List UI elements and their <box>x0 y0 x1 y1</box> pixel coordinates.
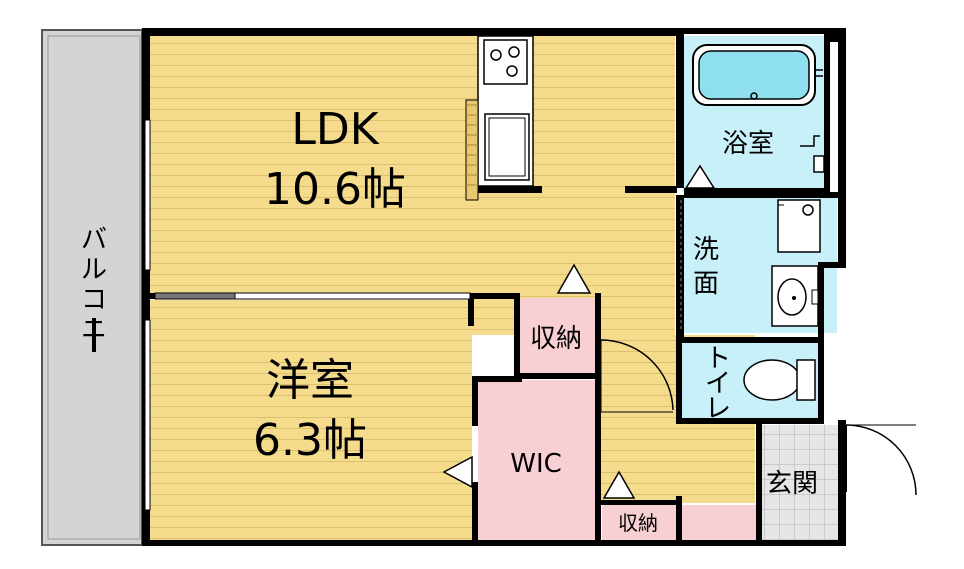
ldk-floor <box>150 36 675 335</box>
western-room-size: 6.3帖 <box>253 415 367 466</box>
storage-small-label: 収納 <box>618 511 658 535</box>
toilet-icon <box>743 359 816 401</box>
storage-main-label: 収納 <box>530 324 582 354</box>
hallway-door <box>600 339 674 413</box>
bathroom-label: 浴室 <box>722 129 774 159</box>
toilet-label-3: レ <box>705 394 731 424</box>
storage-main-floor <box>518 298 595 373</box>
svg-text:コ: コ <box>81 285 107 315</box>
western-room-label: 洋室 <box>266 355 354 406</box>
storage-door-marker <box>556 263 592 294</box>
kitchen <box>465 35 534 201</box>
wic-door-marker <box>442 455 473 489</box>
walls <box>142 28 846 546</box>
washroom-label-1: 洗 <box>693 235 719 265</box>
entrance-floor <box>760 425 845 540</box>
stove-icon <box>483 39 528 85</box>
balcony-label: バ ル コ ニ <box>81 225 107 352</box>
wic-floor <box>478 380 595 540</box>
entrance-door <box>845 424 917 496</box>
shower-icon <box>800 135 825 173</box>
sink-icon <box>484 113 530 181</box>
bathtub-icon <box>692 44 823 106</box>
washing-machine-icon <box>777 199 821 253</box>
ldk-size: 10.6帖 <box>264 164 406 215</box>
small-storage-door-marker <box>602 470 636 499</box>
svg-text:バ: バ <box>81 225 107 255</box>
svg-text:ル: ル <box>81 255 107 285</box>
windows <box>144 119 151 511</box>
bathroom-door <box>684 164 716 189</box>
entrance-label: 玄関 <box>766 469 818 499</box>
washroom-label-2: 面 <box>693 269 719 299</box>
sliding-door-partition <box>154 292 471 300</box>
balcony: バ ル コ ニ <box>41 29 143 546</box>
washbasin-icon <box>771 265 819 327</box>
ldk-label: LDK <box>291 104 379 155</box>
toilet-label-1: ト <box>705 344 731 374</box>
western-room-floor <box>150 300 472 540</box>
wic-label: WIC <box>510 449 562 479</box>
toilet-label-2: イ <box>705 369 731 399</box>
